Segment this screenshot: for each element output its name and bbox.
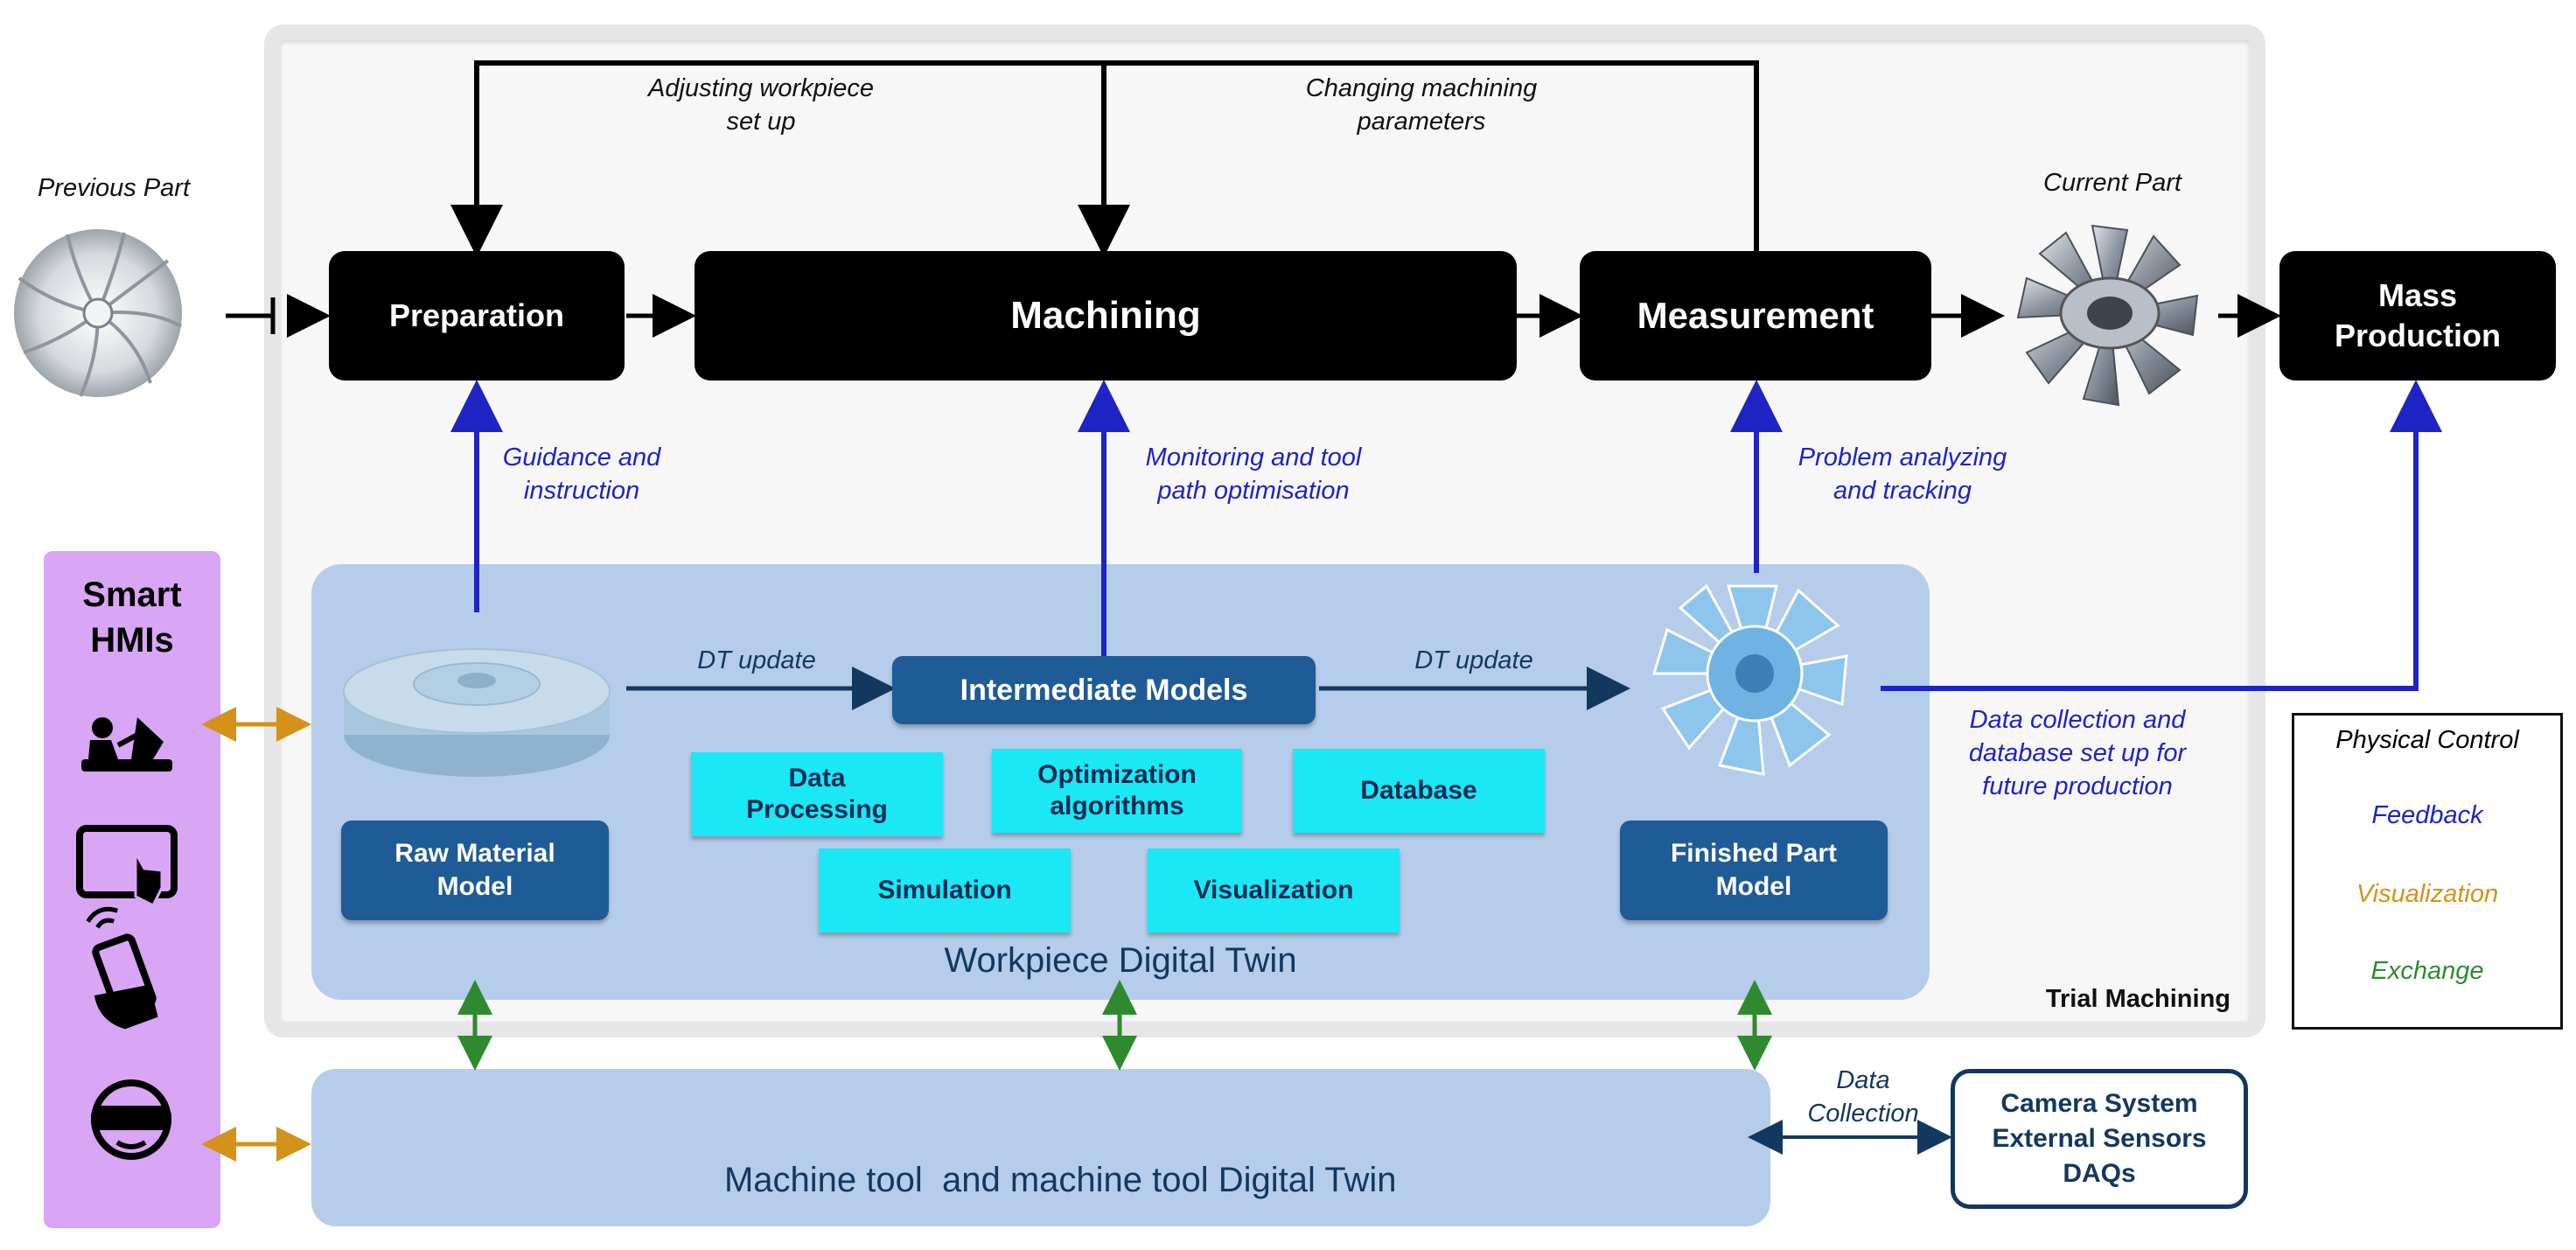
data-collection-db-label: Data collection and database set up for … <box>1968 706 2187 800</box>
tablet-touch-icon <box>76 825 178 908</box>
trial-machining-label: Trial Machining <box>2045 985 2230 1013</box>
workpiece-digital-twin-title: Workpiece Digital Twin <box>944 941 1297 980</box>
simulation-box: Simulation <box>819 848 1071 932</box>
previous-part-label: Previous Part <box>37 174 191 202</box>
adjusting-setup-line <box>450 60 1759 257</box>
mass-production-block: Mass Production <box>2279 251 2556 381</box>
database-box: Database <box>1293 749 1545 833</box>
monitoring-label: Monitoring and tool path optimisation <box>1145 443 1362 505</box>
problem-label: Problem analyzing and tracking <box>1798 443 2007 505</box>
optimization-algorithms-box: Optimization algorithms <box>992 749 1242 833</box>
measurement-block: Measurement <box>1580 251 1931 381</box>
finished-part-model-box: Finished Part Model <box>1620 821 1888 920</box>
dt-update-label-2: DT update <box>1414 646 1533 674</box>
legend-feedback-label: Feedback <box>2371 801 2483 829</box>
machining-block: Machining <box>695 251 1517 381</box>
raw-material-disk <box>343 648 611 777</box>
finished-part-impeller <box>1651 583 1848 776</box>
legend-exchange-label: Exchange <box>2370 957 2484 985</box>
preparation-block: Preparation <box>329 251 625 381</box>
smartphone-hand-icon <box>86 906 158 1030</box>
guidance-label: Guidance and instruction <box>502 443 661 505</box>
data-collection-feedback-arrow <box>1881 380 2442 691</box>
intermediate-models-box: Intermediate Models <box>892 656 1316 724</box>
data-collection-label: Data Collection <box>1807 1066 1919 1128</box>
smart-hmis-title: Smart HMIs <box>82 576 182 660</box>
data-processing-box: Data Processing <box>691 752 943 836</box>
operator-console-icon <box>81 717 172 772</box>
visualization-box: Visualization <box>1148 848 1400 932</box>
machine-tool-digital-twin-panel <box>311 1069 1770 1226</box>
previous-part-impeller <box>14 229 182 397</box>
legend-visualization-label: Visualization <box>2356 880 2499 908</box>
legend: Physical Control Feedback Visualization … <box>2292 713 2563 1030</box>
adjusting-setup-label: Adjusting workpiece set up <box>648 74 874 136</box>
current-part-impeller <box>2016 224 2199 407</box>
previous-bar <box>270 297 300 334</box>
dt-update-label-1: DT update <box>697 646 816 674</box>
current-part-label: Current Part <box>2043 169 2182 197</box>
changing-params-label: Changing machining parameters <box>1305 74 1538 136</box>
machine-tool-label: Machine tool and machine tool Digital Tw… <box>723 1161 1397 1199</box>
vr-headset-icon <box>91 1079 171 1160</box>
legend-physical-label: Physical Control <box>2335 726 2519 754</box>
raw-material-model-box: Raw Material Model <box>341 821 609 920</box>
camera-system-box: Camera System External Sensors DAQs <box>1951 1069 2248 1209</box>
